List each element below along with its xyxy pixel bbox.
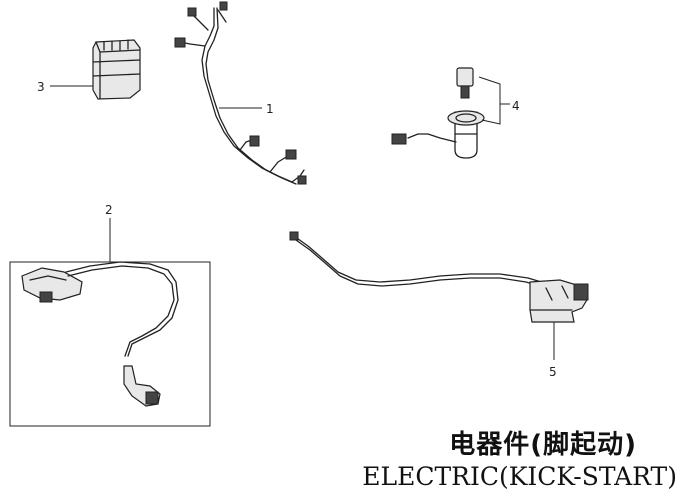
callout-5: 5	[549, 365, 557, 379]
sensor-assembly-part	[21, 261, 179, 407]
callout-4: 4	[512, 99, 520, 113]
wiring-harness-part	[174, 1, 307, 185]
callout-1: 1	[266, 102, 274, 116]
diagram-title-english: ELECTRIC(KICK-START)	[362, 462, 677, 491]
kick-switch-cable-part	[289, 231, 589, 323]
ignition-switch-part	[391, 67, 485, 159]
cdi-unit-part	[92, 39, 141, 100]
callout-2: 2	[105, 203, 113, 217]
diagram-title-chinese: 电器件(脚起动)	[449, 430, 637, 460]
callout-4-bracket	[478, 76, 510, 125]
callout-3: 3	[37, 80, 45, 94]
